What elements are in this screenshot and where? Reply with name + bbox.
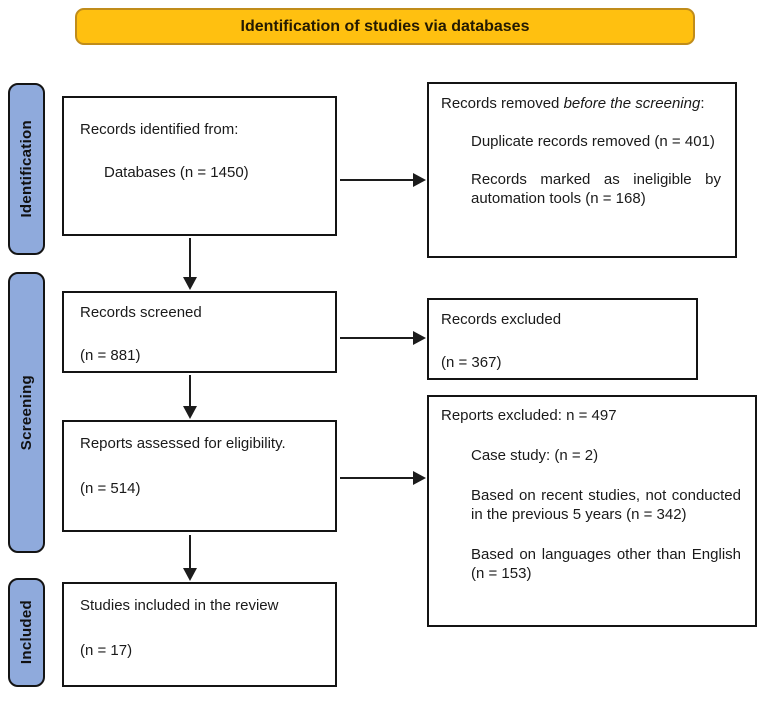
records-excluded-count: (n = 367) xyxy=(441,354,502,372)
studies-included-count: (n = 17) xyxy=(80,642,133,660)
arrow-screened-to-excluded xyxy=(340,331,426,345)
arrow-identified-to-removed xyxy=(340,173,426,187)
records-removed-title-prefix: Records removed xyxy=(441,95,564,112)
box-reports-excluded: Reports excluded: n = 497 Case study: (n… xyxy=(427,395,757,627)
banner-identification-of-studies: Identification of studies via databases xyxy=(75,8,695,45)
records-removed-title: Records removed before the screening: xyxy=(441,94,721,113)
records-identified-databases: Databases (n = 1450) xyxy=(104,164,249,182)
records-removed-title-colon: : xyxy=(700,95,705,112)
arrow-identified-to-screened xyxy=(183,238,197,290)
arrow-assessed-to-included xyxy=(183,535,197,581)
reports-assessed-count: (n = 514) xyxy=(80,480,141,498)
records-screened-title: Records screened xyxy=(80,304,202,321)
box-reports-assessed: Reports assessed for eligibility. (n = 5… xyxy=(62,420,337,532)
records-excluded-title: Records excluded xyxy=(441,311,562,328)
phase-label-identification-text: Identification xyxy=(18,120,35,218)
records-identified-title: Records identified from: xyxy=(80,121,239,138)
phase-label-included: Included xyxy=(8,578,45,687)
reports-excluded-item-languages: Based on languages other than English (n… xyxy=(471,546,741,583)
reports-assessed-title: Reports assessed for eligibility. xyxy=(80,435,286,452)
arrow-screened-to-assessed xyxy=(183,375,197,419)
reports-excluded-title: Reports excluded: n = 497 xyxy=(441,407,617,424)
reports-excluded-item-case-study: Case study: (n = 2) xyxy=(471,447,599,465)
phase-label-screening-text: Screening xyxy=(18,374,35,451)
phase-label-identification: Identification xyxy=(8,83,45,255)
studies-included-title: Studies included in the review xyxy=(80,597,279,614)
box-records-identified: Records identified from: Databases (n = … xyxy=(62,96,337,236)
records-removed-item-automation: Records marked as ineligible by automati… xyxy=(471,171,721,208)
box-records-excluded: Records excluded (n = 367) xyxy=(427,298,698,380)
banner-title: Identification of studies via databases xyxy=(240,17,530,35)
box-studies-included: Studies included in the review (n = 17) xyxy=(62,582,337,687)
phase-label-screening: Screening xyxy=(8,272,45,553)
box-records-removed: Records removed before the screening: Du… xyxy=(427,82,737,258)
arrow-assessed-to-reports-excluded xyxy=(340,471,426,485)
records-removed-item-duplicates: Duplicate records removed (n = 401) xyxy=(471,133,715,151)
phase-label-included-text: Included xyxy=(18,600,35,665)
records-removed-title-italic: before the screening xyxy=(563,95,701,112)
records-screened-count: (n = 881) xyxy=(80,347,141,365)
box-records-screened: Records screened (n = 881) xyxy=(62,291,337,373)
reports-excluded-item-recent-studies: Based on recent studies, not conducted i… xyxy=(471,487,741,524)
